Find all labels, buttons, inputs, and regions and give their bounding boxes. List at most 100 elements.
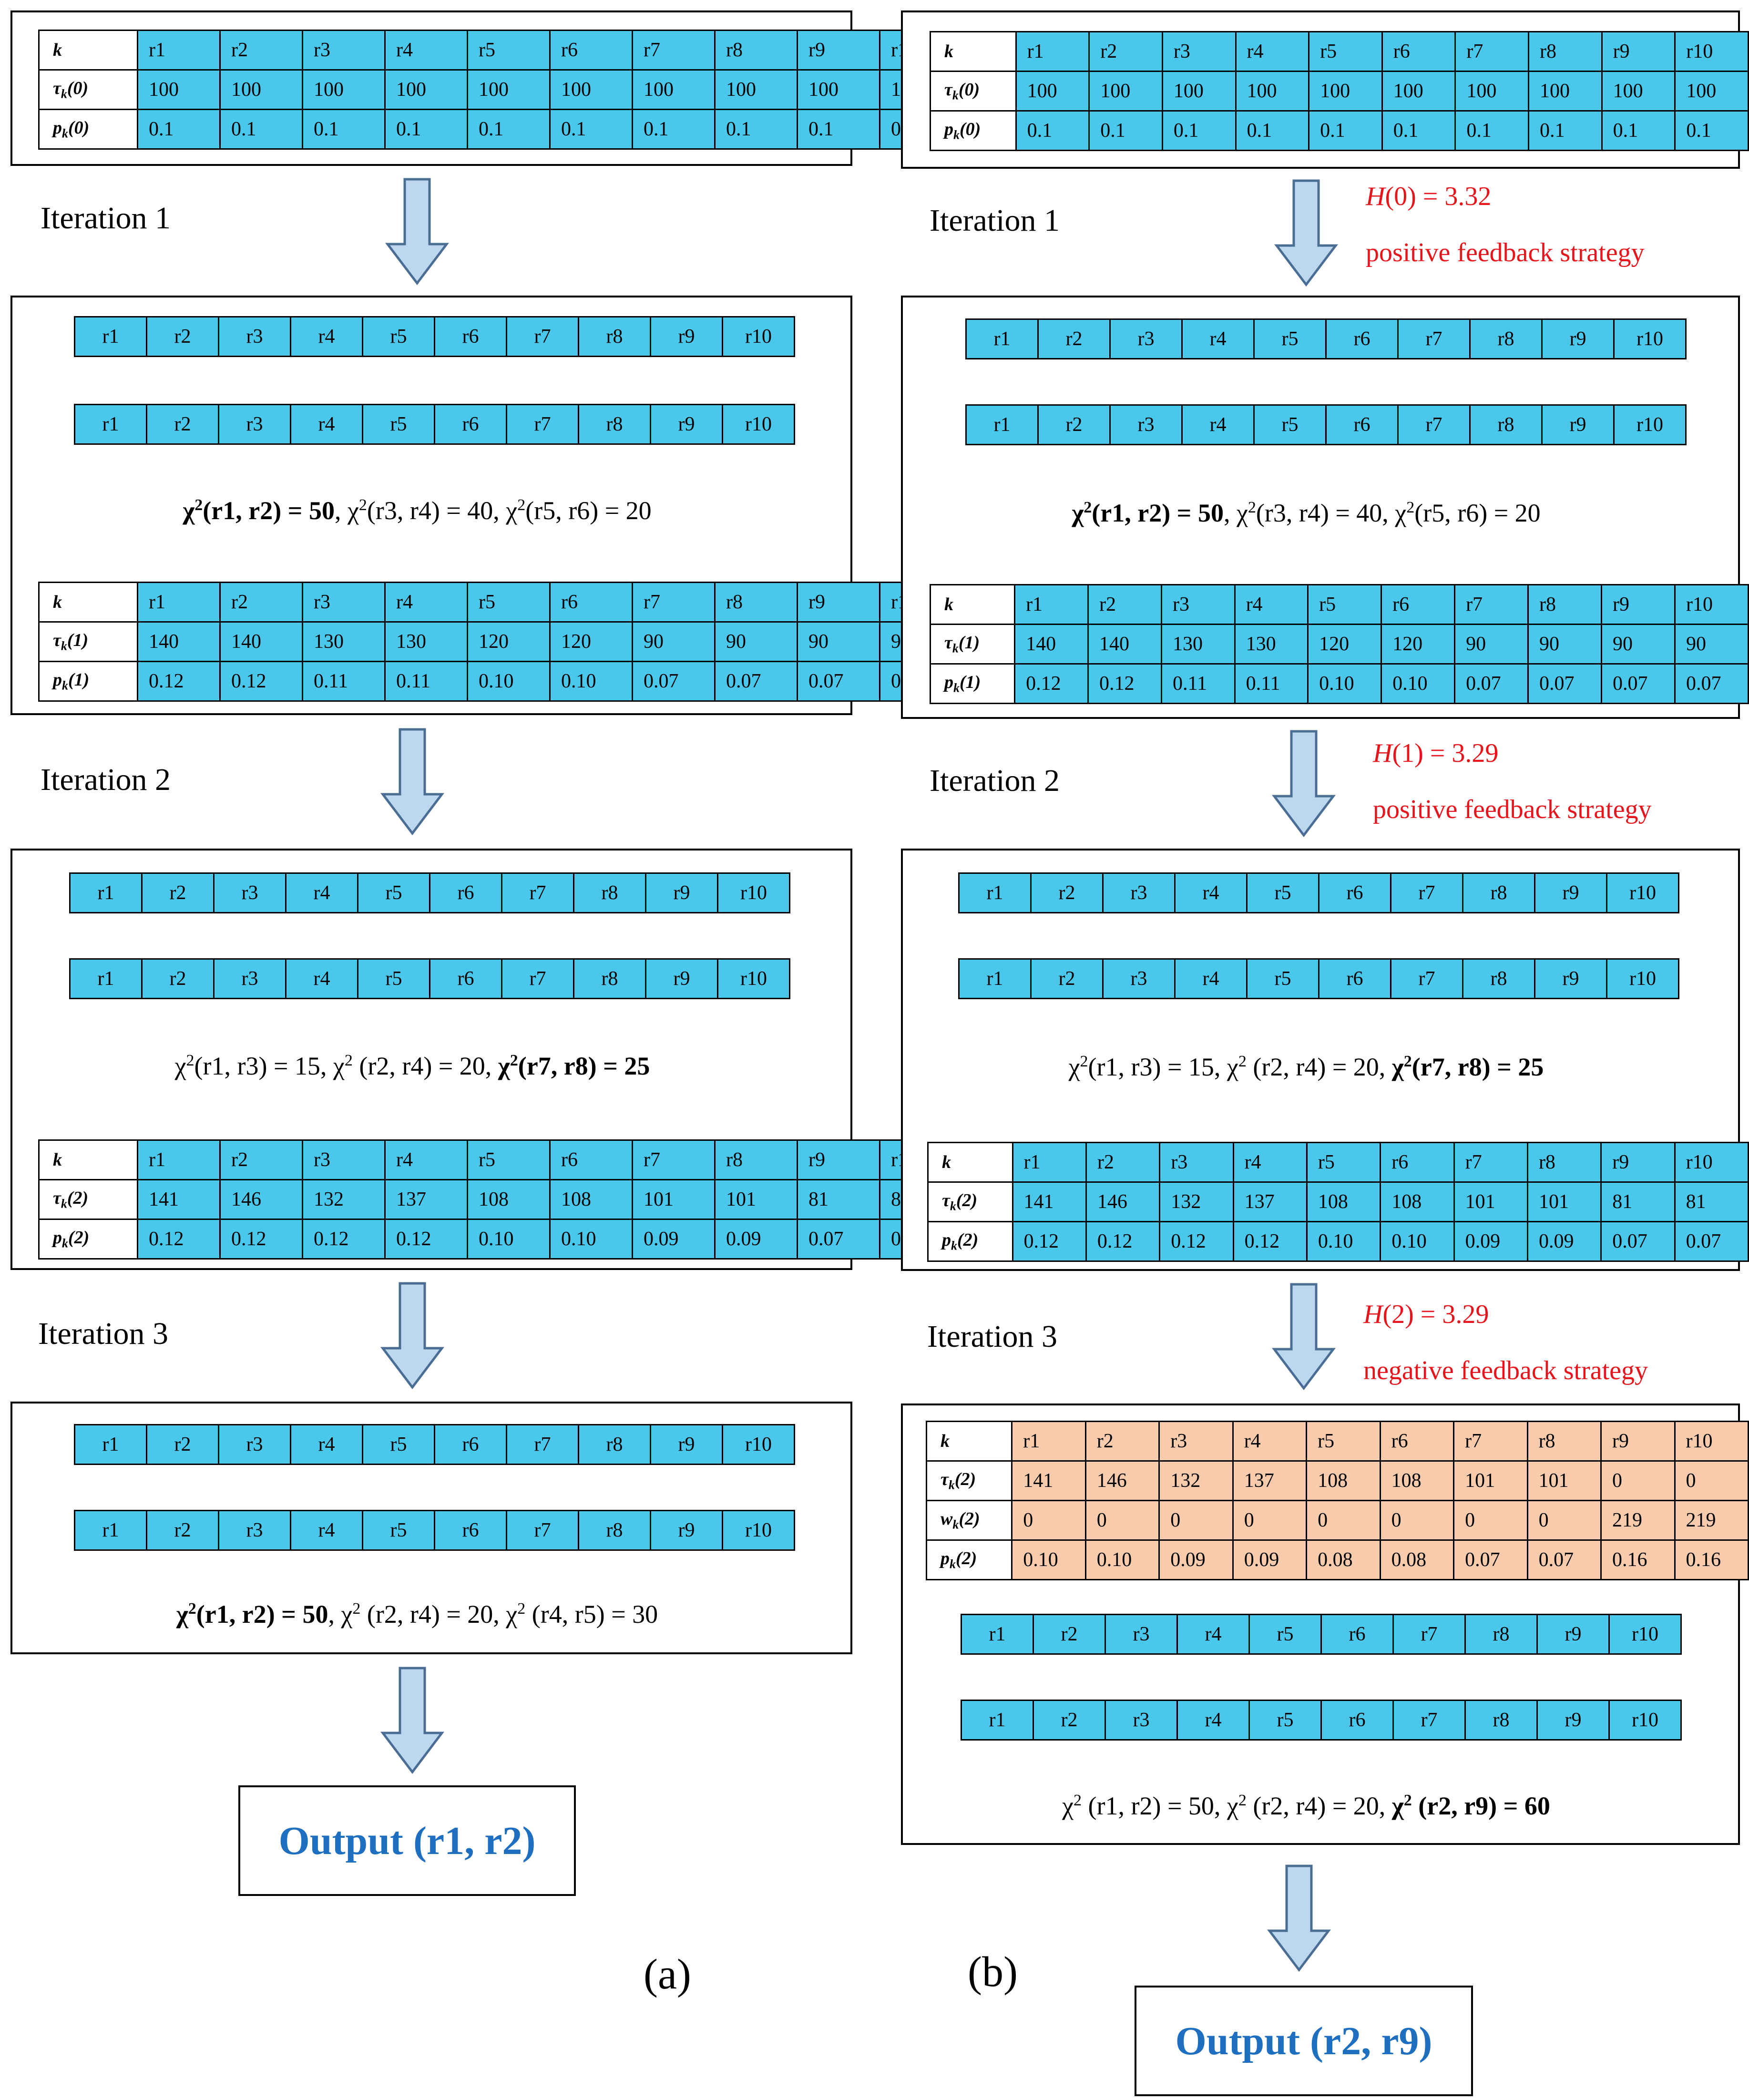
table-cell: 101 <box>1453 1181 1528 1222</box>
table-cell: 0.12 <box>1087 663 1162 704</box>
strip-cell: r4 <box>285 958 358 999</box>
table-cell: 137 <box>1232 1181 1308 1222</box>
strip-cell: r3 <box>213 958 286 999</box>
table-cell: 130 <box>384 621 468 662</box>
strip-cell: r9 <box>645 872 718 913</box>
table-cell: r2 <box>1087 584 1162 625</box>
panel-a-caption: (a) <box>644 1951 691 1998</box>
table-cell: r5 <box>467 30 551 71</box>
table-cell: 90 <box>1527 624 1602 665</box>
table-cell: 219 <box>1674 1500 1749 1541</box>
table-cell: 108 <box>549 1179 633 1220</box>
table-cell: 100 <box>1601 71 1676 112</box>
panel-b-strategy-1: positive feedback strategy <box>1373 795 1652 824</box>
strip-cell: r9 <box>650 1510 723 1551</box>
strip-cell: r7 <box>506 1510 579 1551</box>
strip-cell: r4 <box>290 1424 363 1465</box>
table-cell: 100 <box>1235 71 1310 112</box>
strip-cell: r7 <box>501 958 574 999</box>
table-cell: 0.10 <box>467 661 551 702</box>
strip-cell: r6 <box>1318 872 1391 913</box>
table-cell: 101 <box>714 1179 798 1220</box>
table-cell: 100 <box>302 69 386 110</box>
row-label: τk(2) <box>925 1460 1013 1501</box>
table-cell: 0.1 <box>219 109 303 150</box>
table-cell: 0.1 <box>1015 110 1090 151</box>
strip-cell: r7 <box>506 316 579 357</box>
table-cell: 0 <box>1674 1460 1749 1501</box>
strip-cell: r8 <box>1462 958 1535 999</box>
table-cell: r7 <box>1453 1421 1528 1462</box>
row-label: k <box>38 582 138 623</box>
table-cell: r3 <box>302 582 386 623</box>
table-cell: 101 <box>632 1179 716 1220</box>
strip-cell: r1 <box>74 1510 147 1551</box>
table-cell: 0.10 <box>1307 663 1382 704</box>
strip-cell: r3 <box>1109 404 1183 445</box>
table-cell: r4 <box>1232 1421 1308 1462</box>
table-cell: r8 <box>1526 1421 1602 1462</box>
strip-cell: r4 <box>1181 404 1255 445</box>
row-label: k <box>38 30 138 71</box>
table-cell: 0.1 <box>1088 110 1163 151</box>
table-cell: r10 <box>1674 584 1749 625</box>
table-cell: 137 <box>384 1179 468 1220</box>
table-cell: 140 <box>137 621 221 662</box>
table-cell: r7 <box>632 1139 716 1180</box>
table-cell: 132 <box>1159 1181 1234 1222</box>
table-cell: 81 <box>1674 1181 1749 1222</box>
table-cell: 0.07 <box>1526 1539 1602 1580</box>
strip-cell: r6 <box>1325 318 1399 359</box>
table-cell: 108 <box>1379 1460 1455 1501</box>
table-cell: r2 <box>219 582 303 623</box>
table-cell: 140 <box>1087 624 1162 665</box>
panel-b-entropy-2: H(2) = 3.29 <box>1363 1300 1489 1329</box>
table-cell: 137 <box>1232 1460 1308 1501</box>
table-cell: 101 <box>1526 1181 1602 1222</box>
table-cell: 146 <box>1085 1181 1161 1222</box>
strip-cell: r1 <box>69 872 143 913</box>
table-cell: 130 <box>302 621 386 662</box>
table-cell: r5 <box>467 582 551 623</box>
row-label: wk(2) <box>925 1500 1013 1541</box>
table-cell: 100 <box>467 69 551 110</box>
table-cell: 0.1 <box>384 109 468 150</box>
row-label: k <box>925 1421 1013 1462</box>
table-cell: r1 <box>1012 1142 1087 1183</box>
strip-cell: r9 <box>1536 1614 1610 1655</box>
strip-cell: r3 <box>218 1424 291 1465</box>
strip-cell: r4 <box>1181 318 1255 359</box>
table-cell: 0.07 <box>1527 663 1602 704</box>
table-cell: 0.08 <box>1306 1539 1381 1580</box>
table-cell: 132 <box>302 1179 386 1220</box>
strip-cell: r10 <box>1606 872 1679 913</box>
table-cell: r10 <box>1674 1142 1749 1183</box>
table-cell: 108 <box>1380 1181 1455 1222</box>
strip-cell: r9 <box>650 404 723 445</box>
table-cell: 130 <box>1161 624 1236 665</box>
table-cell: 81 <box>1600 1181 1676 1222</box>
table-cell: 0.10 <box>1381 663 1456 704</box>
table-cell: 141 <box>137 1179 221 1220</box>
strip-cell: r10 <box>722 316 795 357</box>
table-cell: r4 <box>384 30 468 71</box>
table-cell: 0.12 <box>1085 1221 1161 1262</box>
strip-cell: r7 <box>1392 1700 1466 1741</box>
strip-cell: r6 <box>1320 1700 1394 1741</box>
table-cell: r9 <box>1600 1142 1676 1183</box>
strip-cell: r5 <box>362 404 435 445</box>
strip-cell: r10 <box>1608 1700 1682 1741</box>
table-cell: 0.16 <box>1674 1539 1749 1580</box>
strip-cell: r6 <box>434 316 507 357</box>
table-cell: 0.1 <box>137 109 221 150</box>
